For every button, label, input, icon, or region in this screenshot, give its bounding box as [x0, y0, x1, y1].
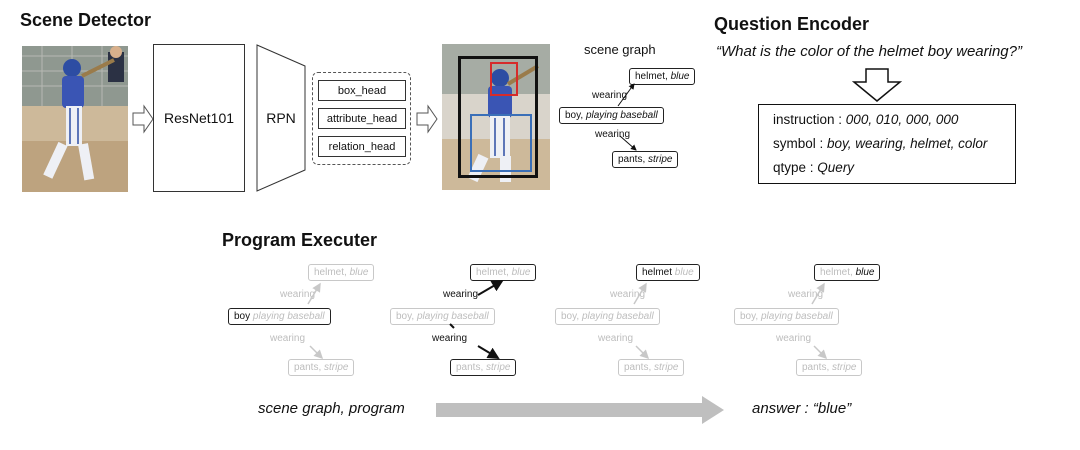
- step4-boy-node: boy, playing baseball: [734, 308, 839, 325]
- step3-boy-node: boy, playing baseball: [555, 308, 660, 325]
- step1-boy-node: boy playing baseball: [228, 308, 331, 325]
- symbol-label: symbol :: [773, 136, 824, 151]
- box-head: box_head: [318, 80, 406, 101]
- box-head-label: box_head: [337, 84, 387, 97]
- progress-arrow-icon: [436, 396, 724, 424]
- step2-boy-node: boy, playing baseball: [390, 308, 495, 325]
- step1-boy-attr: playing baseball: [252, 311, 325, 322]
- qtype-line: qtype : Query: [773, 160, 854, 175]
- step2-pants-name: pants,: [456, 362, 484, 373]
- step1-pants-name: pants,: [294, 362, 322, 373]
- question-text: “What is the color of the helmet boy wea…: [716, 43, 1022, 60]
- step1-pants-attr: stripe: [324, 362, 349, 373]
- scene-graph-edges: [617, 83, 637, 151]
- step4-helmet-attr: blue: [855, 267, 875, 278]
- rpn-label: RPN: [266, 110, 296, 126]
- relation-head: relation_head: [318, 136, 406, 157]
- step4-boy-name: boy,: [740, 311, 759, 322]
- step2-boy-attr: playing baseball: [416, 311, 489, 322]
- rpn-block: [256, 44, 306, 192]
- resnet-label: ResNet101: [163, 110, 235, 126]
- step4-edge-2: wearing: [776, 333, 812, 344]
- step1-boy-name: boy: [234, 311, 251, 322]
- attribute-head: attribute_head: [318, 108, 406, 129]
- node-boy-attr: playing baseball: [585, 110, 658, 121]
- node-pants-attr: stripe: [648, 154, 673, 165]
- edge-wearing-1: wearing: [592, 90, 628, 101]
- step1-edge-1: wearing: [280, 289, 316, 300]
- step4-helmet-name: helmet,: [820, 267, 853, 278]
- step2-edge-1: wearing: [443, 289, 479, 300]
- step3-edge-1: wearing: [610, 289, 646, 300]
- question-encoder-title: Question Encoder: [714, 14, 870, 34]
- input-photo: [22, 46, 128, 192]
- node-helmet: helmet, blue: [629, 68, 696, 85]
- step3-pants-node: pants, stripe: [618, 359, 685, 376]
- program-executer-title: Program Executer: [222, 230, 378, 250]
- helmet-bbox: [490, 62, 518, 96]
- down-arrow-icon: [852, 68, 902, 102]
- step2-helmet-attr: blue: [511, 267, 531, 278]
- step3-pants-attr: stripe: [654, 362, 679, 373]
- encoder-output-box: instruction : 000, 010, 000, 000 symbol …: [758, 104, 1016, 184]
- boy-bbox: [458, 56, 538, 178]
- step1-edges: [307, 282, 324, 360]
- symbol-value: boy, wearing, helmet, color: [827, 136, 988, 151]
- instruction-label: instruction :: [773, 112, 843, 127]
- instruction-value: 000, 010, 000, 000: [845, 112, 959, 127]
- step3-helmet-attr: blue: [674, 267, 694, 278]
- step2-boy-name: boy,: [396, 311, 415, 322]
- qtype-value: Query: [817, 160, 855, 175]
- step2-edge-2: wearing: [432, 333, 468, 344]
- step1-helmet-node: helmet, blue: [308, 264, 375, 281]
- instruction-line: instruction : 000, 010, 000, 000: [773, 112, 958, 127]
- node-boy: boy, playing baseball: [559, 107, 664, 124]
- attribute-head-label: attribute_head: [326, 112, 398, 125]
- scene-graph-label: scene graph: [584, 42, 656, 57]
- step4-pants-attr: stripe: [832, 362, 857, 373]
- flow-arrow-icon: [132, 104, 154, 134]
- step3-helmet-node: helmet blue: [636, 264, 700, 281]
- step4-boy-attr: playing baseball: [760, 311, 833, 322]
- step1-helmet-attr: blue: [349, 267, 369, 278]
- node-helmet-attr: blue: [670, 71, 690, 82]
- heads-container: [312, 72, 411, 165]
- step3-boy-attr: playing baseball: [581, 311, 654, 322]
- step3-helmet-name: helmet: [642, 267, 673, 278]
- edge-wearing-2: wearing: [595, 129, 631, 140]
- executer-input-label: scene graph, program: [258, 400, 405, 417]
- step4-helmet-node: helmet, blue: [814, 264, 881, 281]
- step1-helmet-name: helmet,: [314, 267, 347, 278]
- node-boy-name: boy,: [565, 110, 584, 121]
- step3-edges: [633, 282, 650, 360]
- node-pants-name: pants,: [618, 154, 646, 165]
- answer-label: answer : “blue”: [752, 400, 852, 417]
- step1-pants-node: pants, stripe: [288, 359, 355, 376]
- pants-bbox: [470, 114, 532, 172]
- step4-pants-name: pants,: [802, 362, 830, 373]
- step4-pants-node: pants, stripe: [796, 359, 863, 376]
- step3-pants-name: pants,: [624, 362, 652, 373]
- node-pants: pants, stripe: [612, 151, 679, 168]
- step3-boy-name: boy,: [561, 311, 580, 322]
- step3-edge-2: wearing: [598, 333, 634, 344]
- scene-detector-title: Scene Detector: [20, 10, 152, 30]
- step2-pants-attr: stripe: [486, 362, 511, 373]
- node-helmet-name: helmet,: [635, 71, 668, 82]
- relation-head-label: relation_head: [328, 140, 396, 153]
- flow-arrow-icon: [416, 104, 438, 134]
- step4-edge-1: wearing: [788, 289, 824, 300]
- step2-pants-node: pants, stripe: [450, 359, 517, 376]
- resnet-block: ResNet101: [153, 44, 245, 192]
- step2-helmet-name: helmet,: [476, 267, 509, 278]
- step4-edges: [811, 282, 828, 360]
- symbol-line: symbol : boy, wearing, helmet, color: [773, 136, 987, 151]
- step2-edges: [449, 279, 504, 360]
- step1-edge-2: wearing: [270, 333, 306, 344]
- qtype-label: qtype :: [773, 160, 814, 175]
